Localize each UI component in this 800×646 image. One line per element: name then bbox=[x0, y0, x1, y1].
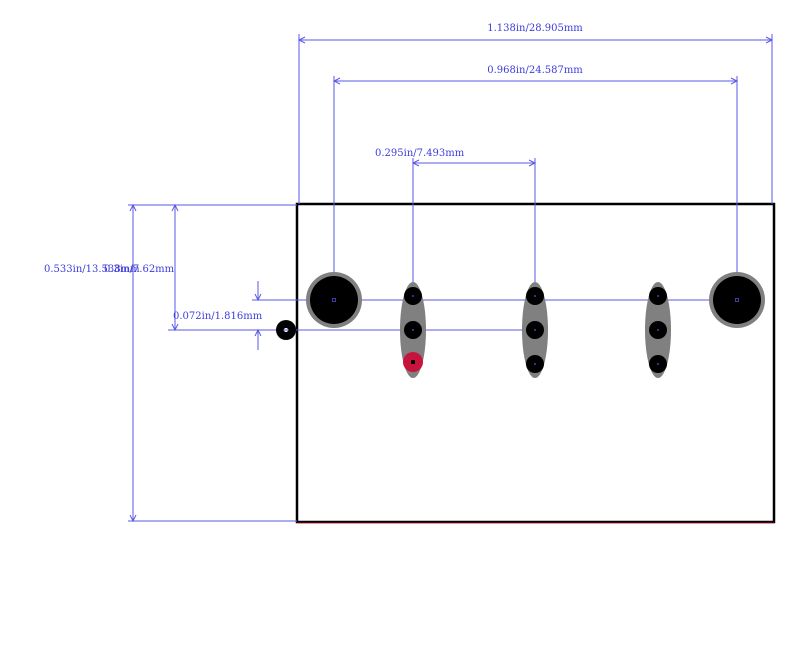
origin-marker bbox=[276, 320, 296, 340]
dim-overall-width: 1.138in/28.905mm bbox=[297, 23, 774, 44]
label-pin-row-offset: 0.072in/1.816mm bbox=[173, 311, 263, 322]
label-pin-column-pitch: 0.295in/7.493mm bbox=[375, 148, 465, 159]
dim-pin-column-pitch: 0.295in/7.493mm bbox=[375, 148, 537, 167]
mount-hole-left bbox=[306, 272, 362, 328]
extension-lines-horizontal bbox=[128, 204, 737, 522]
mount-hole-right bbox=[709, 272, 765, 328]
label-overall-width: 1.138in/28.905mm bbox=[487, 23, 583, 34]
dim-overall-height: 0.533in/13.538mm bbox=[44, 203, 140, 523]
pin-center-marks bbox=[412, 295, 659, 365]
dim-pin-row-offset: 0.072in/1.816mm bbox=[173, 281, 263, 350]
extension-lines-vertical bbox=[298, 34, 773, 330]
label-mount-hole-spacing: 0.968in/24.587mm bbox=[487, 65, 583, 76]
dim-mount-hole-spacing: 0.968in/24.587mm bbox=[332, 65, 739, 85]
label-top-to-pin-row: 0.3in/7.62mm bbox=[104, 264, 175, 275]
label-overall-height: 0.533in/13.538mm bbox=[44, 264, 140, 275]
dim-top-to-pin-row: 0.3in/7.62mm bbox=[104, 203, 179, 332]
